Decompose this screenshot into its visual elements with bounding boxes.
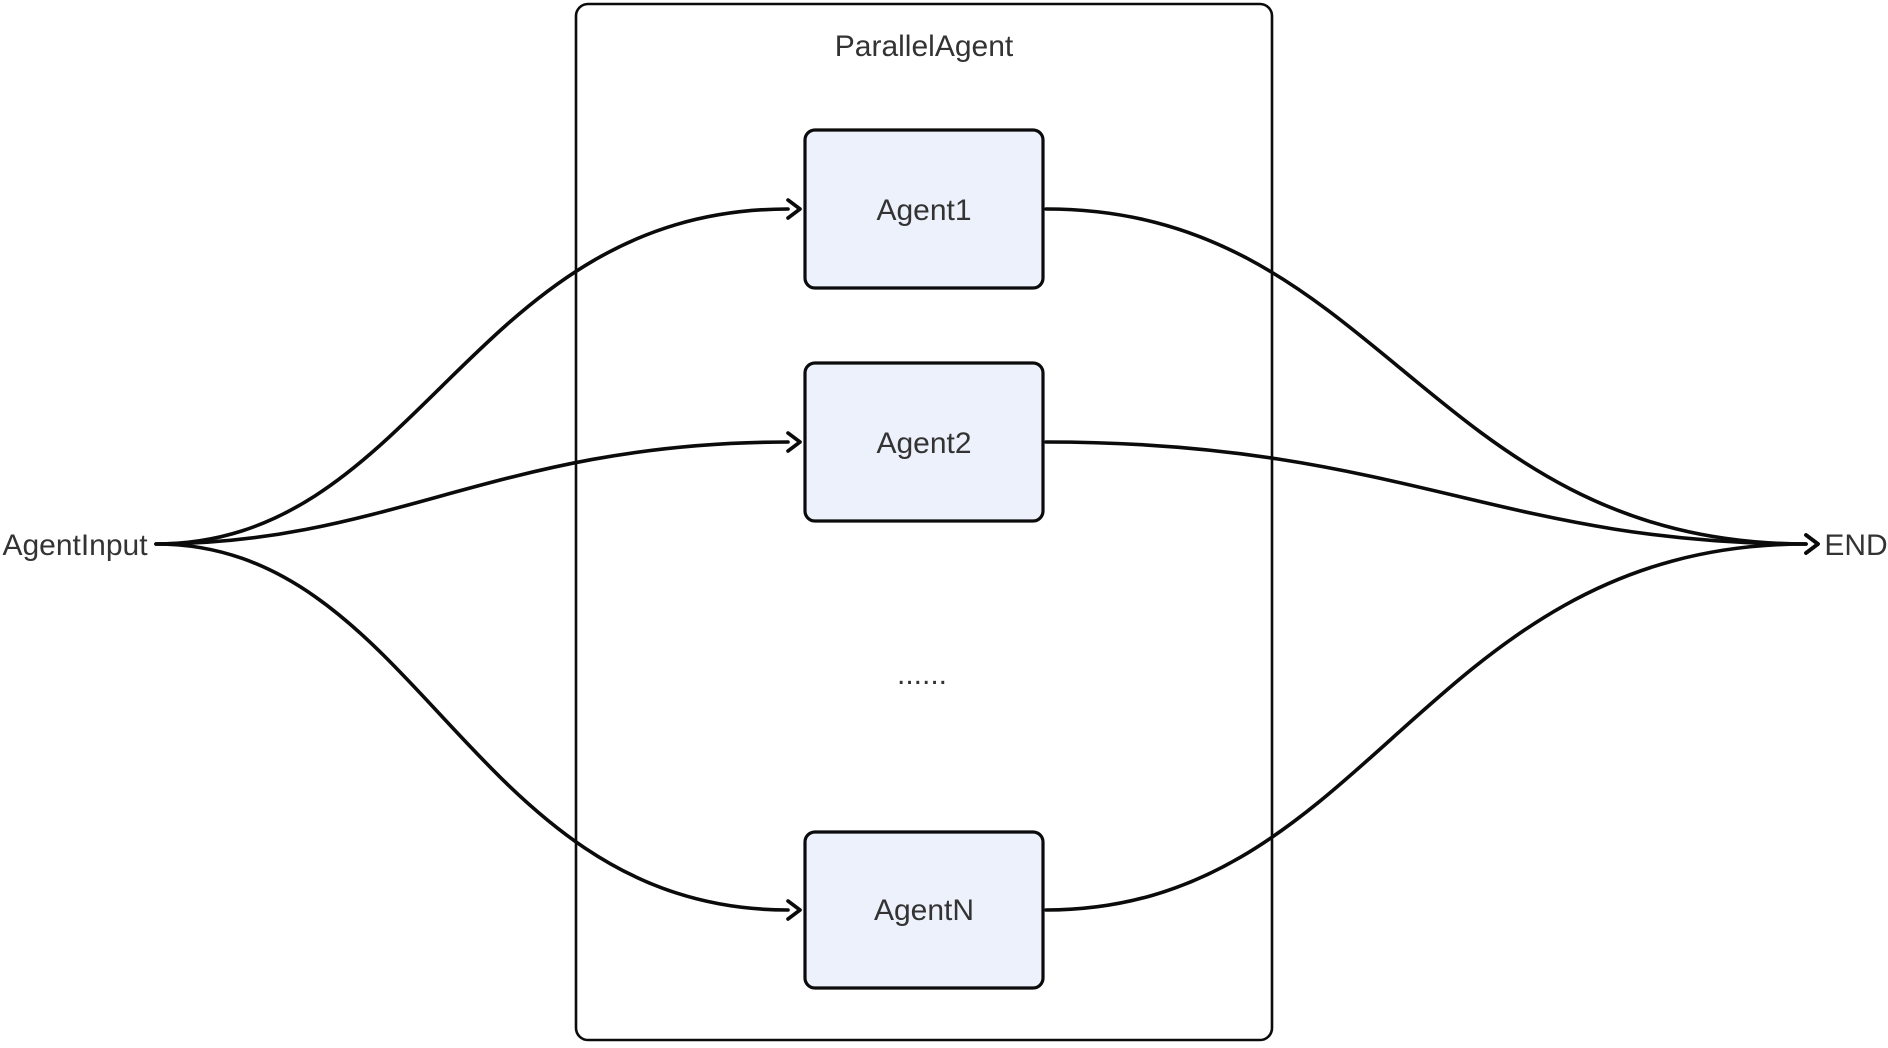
cluster-title: ParallelAgent [835, 30, 1014, 63]
node-agent1: Agent1 [803, 128, 1045, 290]
node-agentn-box [803, 830, 1045, 990]
node-agentinput-label: AgentInput [2, 529, 148, 562]
node-agent2-label: Agent2 [876, 427, 971, 460]
node-agent2-box [803, 361, 1045, 523]
cluster-border [574, 2, 1274, 1042]
edge-agentinput-to-agentn [154, 542, 802, 921]
node-agent1-box [803, 128, 1045, 290]
edge-agentinput-to-agent1 [154, 198, 802, 546]
node-agent1-label: Agent1 [876, 194, 971, 227]
cluster-parallel-agent: ParallelAgent [574, 2, 1274, 1042]
edge-agent1-to-end [1044, 207, 1820, 555]
edge-group [154, 198, 1820, 921]
ellipsis-label: ...... [897, 658, 947, 691]
node-end-label: END [1824, 529, 1887, 562]
node-agent2: Agent2 [803, 361, 1045, 523]
edge-agent2-to-end [1044, 440, 1820, 555]
node-agentn: AgentN [803, 830, 1045, 990]
node-agentn-label: AgentN [874, 894, 974, 927]
edge-agentinput-to-agent2 [154, 431, 802, 546]
edge-agentn-to-end [1044, 533, 1820, 912]
